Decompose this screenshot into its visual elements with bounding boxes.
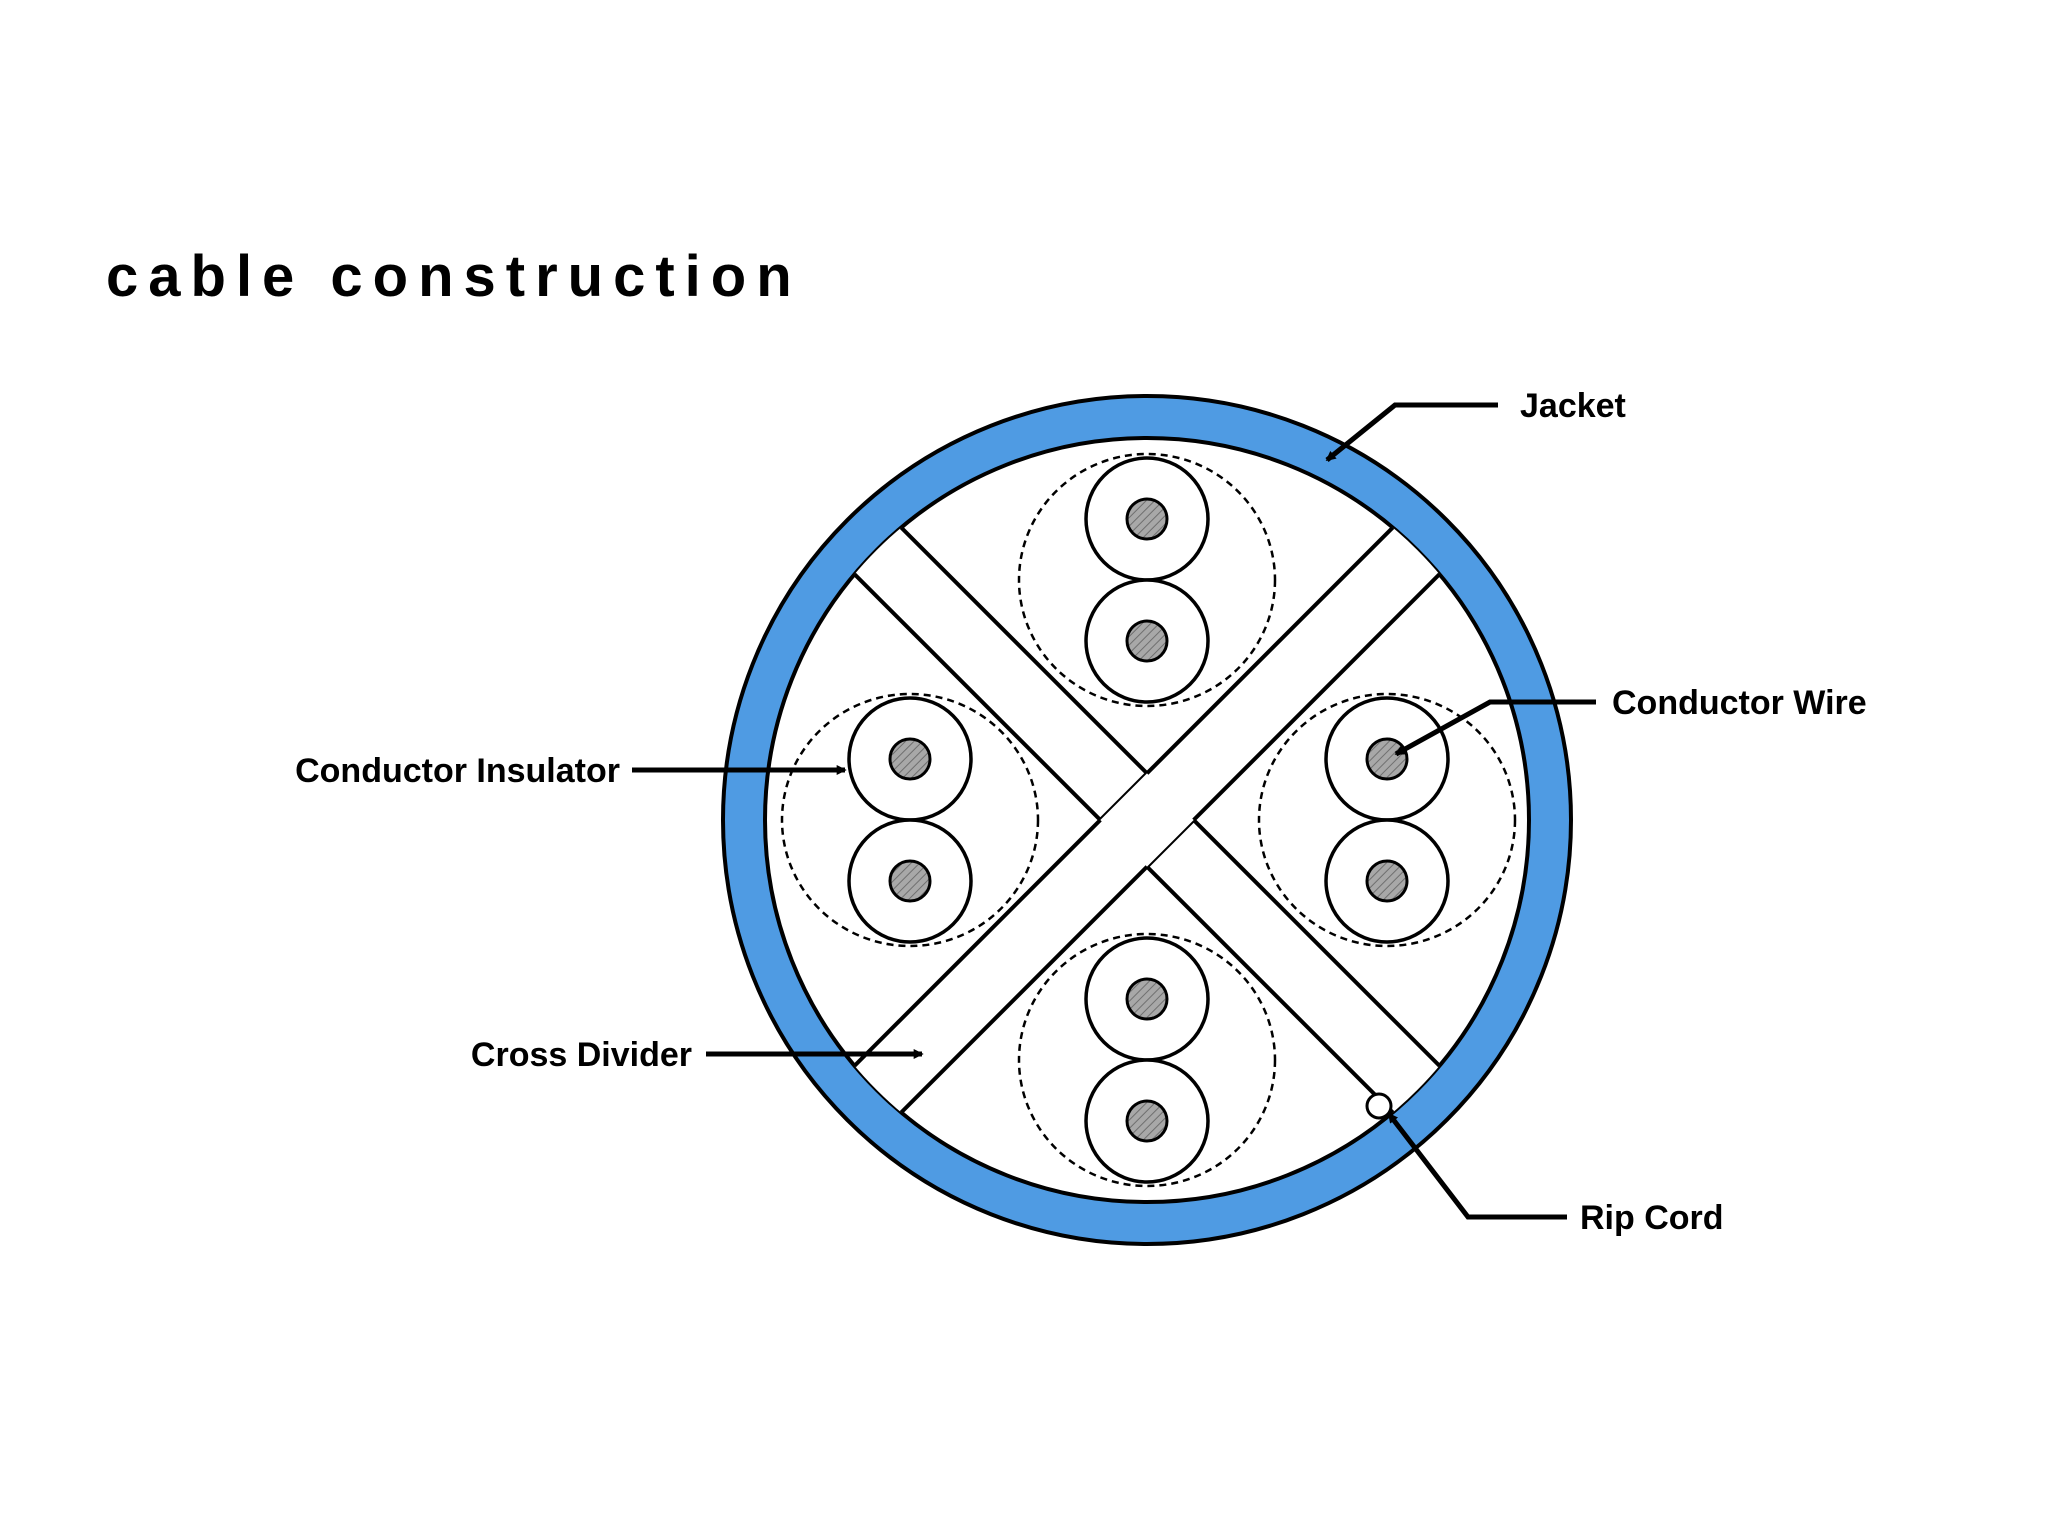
pair-boundary xyxy=(1257,692,1517,948)
conductor-wire xyxy=(888,737,932,781)
rip-cord-leader-line xyxy=(1387,1112,1567,1220)
pair-boundary xyxy=(780,692,1040,948)
pair-boundary xyxy=(1017,452,1277,708)
conductor-wire xyxy=(1125,977,1169,1021)
conductor-wire xyxy=(888,859,932,903)
jacket-leader-line xyxy=(1325,402,1498,462)
conductor-wire xyxy=(1125,619,1169,663)
conductor-wire-leader-line xyxy=(1394,699,1596,757)
twisted-pairs xyxy=(780,452,1517,1188)
label-cross-divider: Cross Divider xyxy=(471,1036,692,1074)
label-conductor-wire: Conductor Wire xyxy=(1612,684,1867,722)
page-title: cable construction xyxy=(106,244,802,309)
pair-left xyxy=(780,692,1040,948)
conductor-wire xyxy=(1365,859,1409,903)
conductor-wire xyxy=(1365,737,1409,781)
pair-boundary xyxy=(1017,932,1277,1188)
pair-right xyxy=(1257,692,1517,948)
label-jacket: Jacket xyxy=(1520,387,1626,425)
conductor-wire xyxy=(1125,1099,1169,1143)
leader-lines xyxy=(632,402,1596,1220)
pair-top xyxy=(1017,452,1277,708)
pair-bottom xyxy=(1017,932,1277,1188)
label-conductor-insulator: Conductor Insulator xyxy=(295,752,620,790)
label-rip-cord: Rip Cord xyxy=(1580,1199,1724,1237)
rip-cord xyxy=(1365,1092,1393,1120)
conductor-wire xyxy=(1125,497,1169,541)
